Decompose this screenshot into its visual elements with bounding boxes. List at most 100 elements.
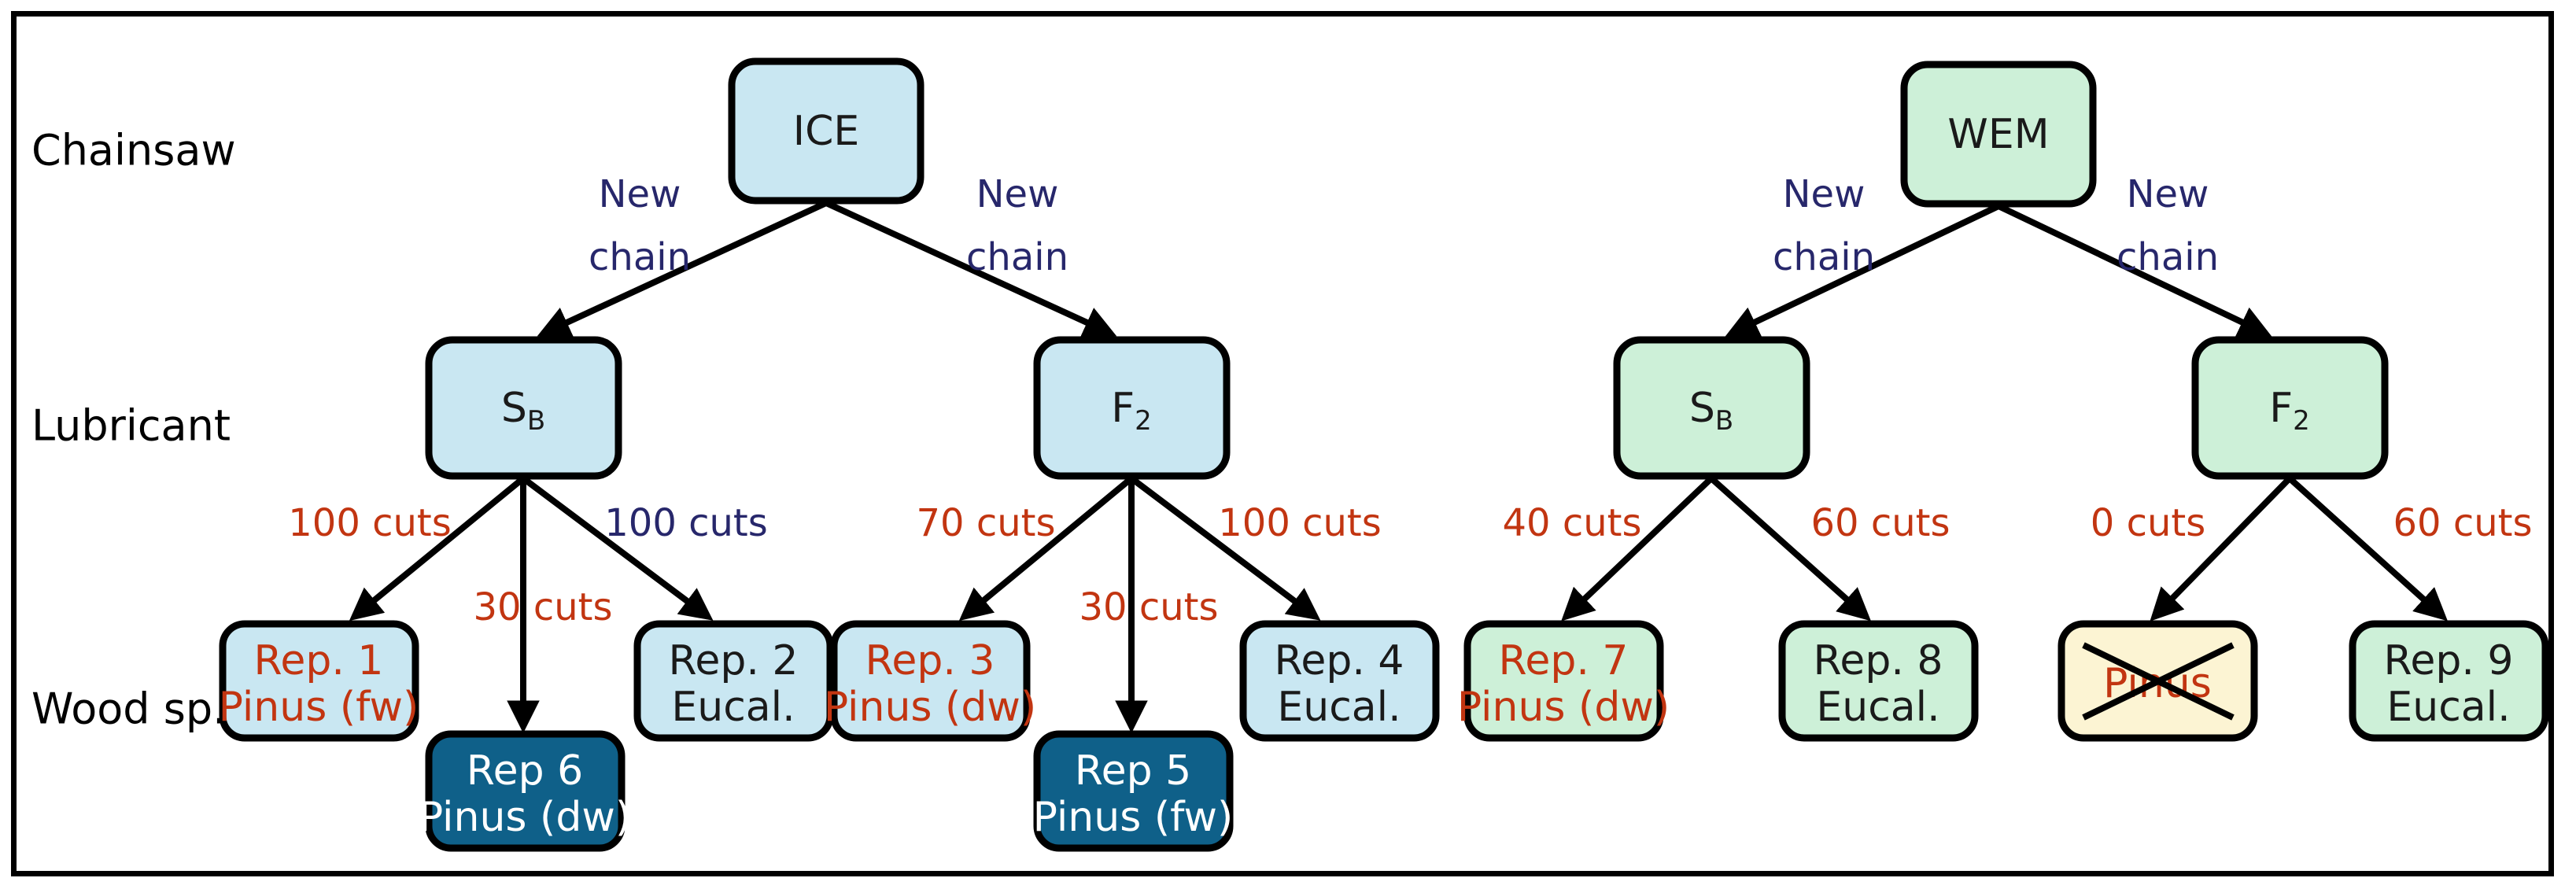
node-rep1-line1: Rep. 1 — [254, 637, 384, 684]
node-rep6-line1: Rep 6 — [467, 747, 583, 795]
node-wem-sb-sub: B — [1715, 405, 1733, 437]
edge-label-icef2-rep5: 30 cuts — [1079, 585, 1219, 629]
node-rep6[interactable]: Rep 6 Pinus (dw) — [419, 730, 631, 852]
edge-label-wem-f2-line2: chain — [2117, 235, 2219, 279]
node-rep9-box[interactable] — [2349, 620, 2549, 742]
edge-label-icef2-rep4: 100 cuts — [1218, 501, 1382, 545]
node-rep1-box[interactable] — [219, 620, 419, 742]
edge-label-wem-f2-line1: New — [2127, 172, 2209, 216]
edge-label-ice-f2-line1: New — [976, 172, 1059, 216]
edge-icesb-to-rep1 — [349, 475, 526, 622]
node-rep1[interactable]: Rep. 1 Pinus (fw) — [219, 620, 419, 742]
node-rep6-line2: Pinus (dw) — [419, 794, 631, 841]
edge-wem-to-f2 — [1997, 203, 2272, 338]
node-ice-f2-box[interactable] — [1033, 336, 1231, 480]
node-rep3-box[interactable] — [830, 620, 1031, 742]
node-rep4-line1: Rep. 4 — [1275, 637, 1404, 684]
node-rep2-line1: Rep. 2 — [669, 637, 799, 684]
row-label-wood-sp: Wood sp. — [31, 684, 226, 734]
edge-label-icesb-rep1: 100 cuts — [288, 501, 452, 545]
edge-label-wemf2-pinus: 0 cuts — [2091, 501, 2205, 545]
edge-wemf2-to-pinus — [2150, 476, 2292, 622]
node-rep8[interactable]: Rep. 8 Eucal. — [1778, 620, 1979, 742]
edge-label-wemsb-rep8: 60 cuts — [1811, 501, 1950, 545]
edge-label-wemf2-rep9: 60 cuts — [2393, 501, 2533, 545]
edge-icef2-to-rep4 — [1129, 475, 1321, 621]
node-ice-f2[interactable]: F2 — [1033, 336, 1231, 480]
edge-label-icesb-rep2: 100 cuts — [604, 501, 768, 545]
edge-label-wem-sb-line2: chain — [1773, 235, 1875, 279]
row-label-lubricant: Lubricant — [31, 401, 231, 451]
node-rep3-line1: Rep. 3 — [865, 637, 995, 684]
node-wem-sb-main: S — [1689, 385, 1715, 432]
node-rep3[interactable]: Rep. 3 Pinus (dw) — [824, 620, 1036, 742]
node-rep5[interactable]: Rep 5 Pinus (fw) — [1033, 730, 1234, 852]
node-ice-f2-sub: 2 — [1135, 405, 1152, 437]
node-rep4-box[interactable] — [1239, 620, 1440, 742]
edge-label-wem-sb-line1: New — [1783, 172, 1866, 216]
node-rep7[interactable]: Rep. 7 Pinus (dw) — [1457, 620, 1670, 742]
node-ice-sb-sub: B — [527, 405, 545, 437]
node-wem-box[interactable] — [1900, 61, 2097, 208]
edge-label-ice-sb-line1: New — [599, 172, 681, 216]
node-ice-sb[interactable]: SB — [425, 336, 622, 480]
edge-wemf2-to-rep9 — [2287, 476, 2448, 622]
node-rep4[interactable]: Rep. 4 Eucal. — [1239, 620, 1440, 742]
edge-ice-to-f2 — [825, 200, 1117, 338]
node-ice-sb-main: S — [501, 385, 527, 432]
edge-wemsb-to-rep8 — [1709, 476, 1871, 622]
edge-ice-to-sb — [537, 200, 828, 338]
edge-wem-to-sb — [1725, 203, 2000, 338]
node-rep6-box[interactable] — [425, 730, 626, 852]
node-rep8-line1: Rep. 8 — [1814, 637, 1943, 684]
node-rep8-line2: Eucal. — [1816, 684, 1939, 731]
node-rep5-box[interactable] — [1033, 730, 1234, 852]
node-rep9-line2: Eucal. — [2386, 684, 2510, 731]
edge-group — [349, 200, 2448, 734]
exclusion-cross-icon-line2 — [2082, 642, 2235, 721]
node-wem-label: WEM — [1947, 111, 2049, 158]
edge-label-group: New chain New chain New chain New chain … — [288, 172, 2532, 629]
node-rep5-line1: Rep 5 — [1075, 747, 1191, 795]
node-rep9[interactable]: Rep. 9 Eucal. — [2349, 620, 2549, 742]
node-rep2-line2: Eucal. — [671, 684, 795, 731]
node-ice-label: ICE — [793, 108, 860, 155]
node-wem-f2-box[interactable] — [2191, 336, 2389, 480]
edge-wemsb-to-rep7 — [1561, 476, 1714, 622]
node-rep2-box[interactable] — [633, 620, 834, 742]
node-wem-f2[interactable]: F2 — [2191, 336, 2389, 480]
edge-icef2-to-rep3 — [958, 475, 1134, 622]
node-wem-sb[interactable]: SB — [1613, 336, 1810, 480]
node-ice-f2-main: F — [1111, 385, 1135, 432]
node-wem[interactable]: WEM — [1900, 61, 2097, 208]
node-wem-f2-label: F2 — [2269, 385, 2310, 437]
node-wem-sb-box[interactable] — [1613, 336, 1810, 480]
node-pinus-excluded[interactable]: Pinus — [2057, 620, 2258, 742]
edge-label-icesb-rep6: 30 cuts — [474, 585, 613, 629]
node-rep8-box[interactable] — [1778, 620, 1979, 742]
node-rep7-line2: Pinus (dw) — [1457, 684, 1670, 731]
edge-label-icef2-rep3: 70 cuts — [917, 501, 1056, 545]
diagram-frame-border — [11, 11, 2554, 876]
edge-icesb-to-rep2 — [521, 475, 714, 621]
node-rep5-line2: Pinus (fw) — [1033, 794, 1234, 841]
node-wem-sb-label: SB — [1689, 385, 1733, 437]
node-ice-sb-box[interactable] — [425, 336, 622, 480]
node-rep4-line2: Eucal. — [1277, 684, 1401, 731]
node-rep7-box[interactable] — [1463, 620, 1664, 742]
row-label-group: Chainsaw Lubricant Wood sp. — [31, 126, 236, 734]
node-rep9-line1: Rep. 9 — [2384, 637, 2514, 684]
edge-label-wemsb-rep7: 40 cuts — [1503, 501, 1642, 545]
node-ice-box[interactable] — [728, 57, 924, 205]
node-ice[interactable]: ICE — [728, 57, 924, 205]
node-wem-f2-sub: 2 — [2293, 405, 2310, 437]
edge-label-ice-f2-line2: chain — [966, 235, 1068, 279]
row-label-chainsaw: Chainsaw — [31, 126, 236, 175]
node-rep1-line2: Pinus (fw) — [219, 684, 419, 731]
node-ice-sb-label: SB — [501, 385, 545, 437]
node-rep2[interactable]: Rep. 2 Eucal. — [633, 620, 834, 742]
node-rep7-line1: Rep. 7 — [1499, 637, 1629, 684]
node-wem-f2-main: F — [2269, 385, 2293, 432]
